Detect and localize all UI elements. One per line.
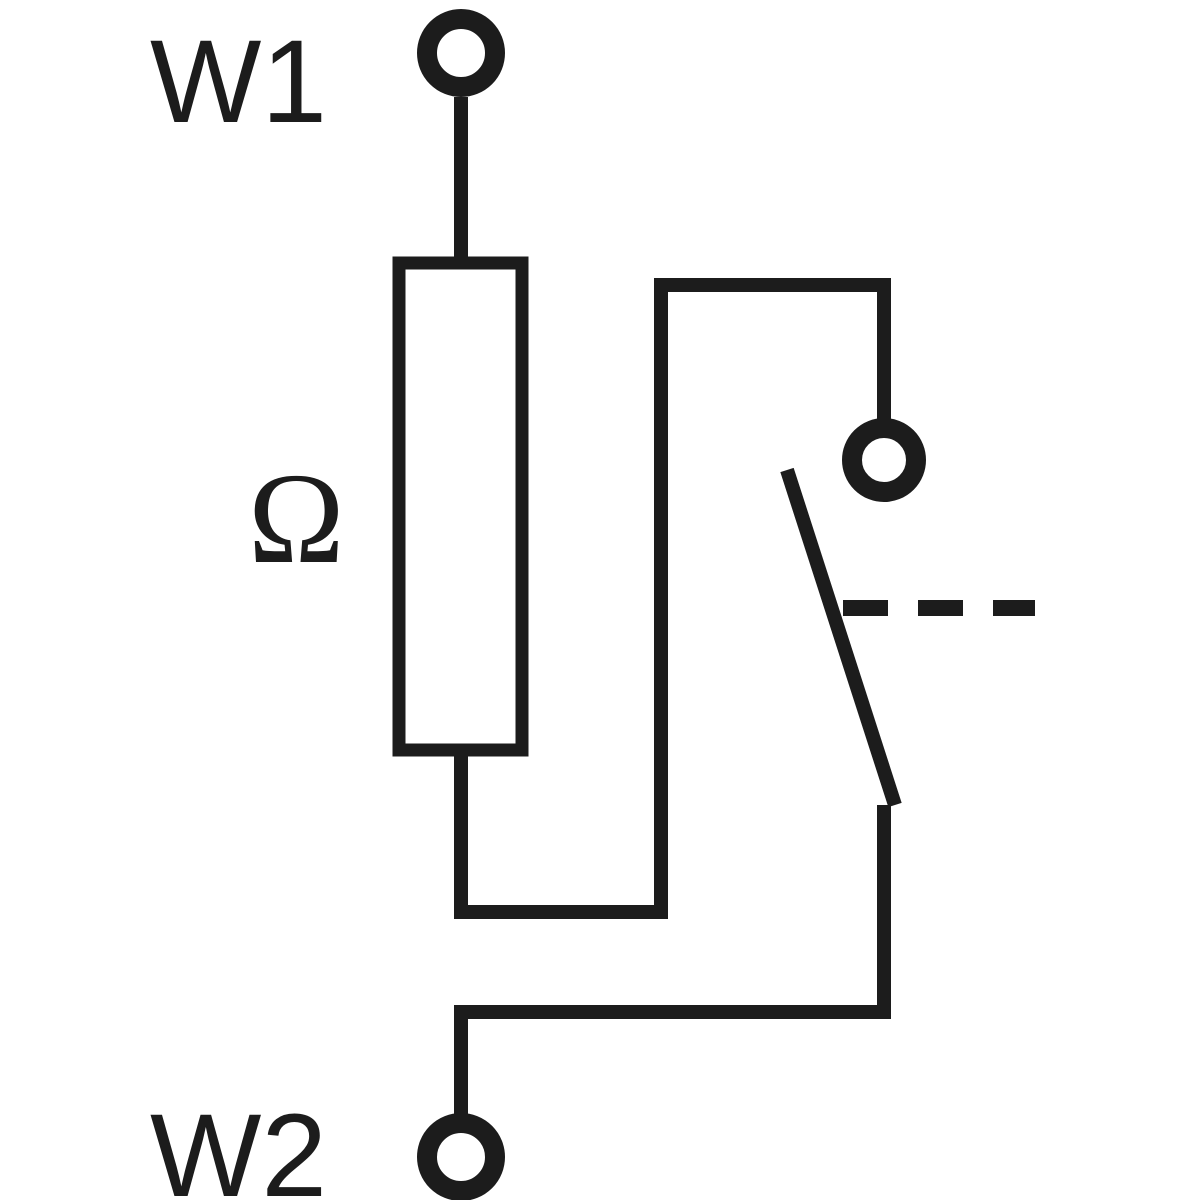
wire-resistor-to-switch: [454, 278, 891, 919]
wire-switch-to-w2: [454, 805, 891, 1117]
terminal-w2-label: W2: [150, 1090, 327, 1200]
terminal-w1-node: [417, 9, 505, 97]
switch-contact-node: [842, 418, 926, 502]
resistor-label: Ω: [248, 447, 345, 591]
schematic-lines: [392, 9, 1035, 1200]
switch-blade: [780, 467, 902, 808]
resistor-symbol: [392, 256, 529, 757]
terminal-w1-label: W1: [150, 16, 327, 148]
terminal-w2-node: [417, 1113, 505, 1200]
